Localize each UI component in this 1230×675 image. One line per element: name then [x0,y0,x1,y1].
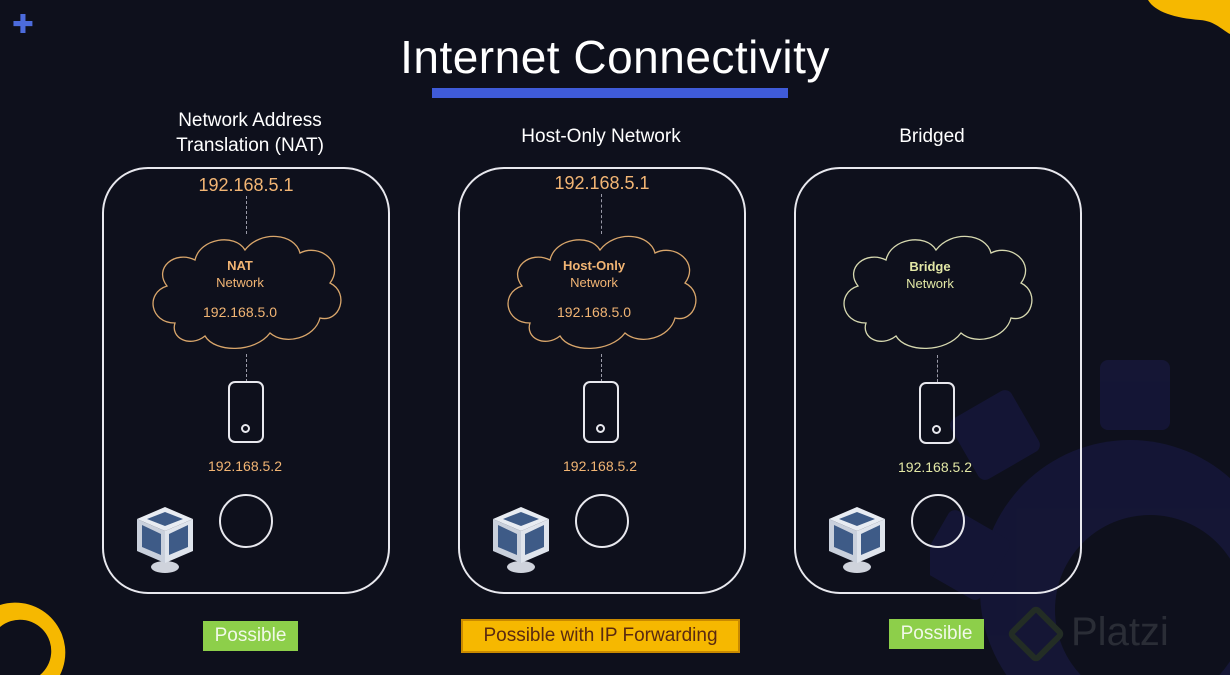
bridged-heading: Bridged [899,126,965,147]
nat-network-label: NAT Network [216,258,264,290]
nat-device-icon [228,381,264,443]
virtualbox-icon [493,507,549,573]
title-underline [432,88,788,98]
yellow-ring-decoration [0,602,66,675]
yellow-blob-decoration [1148,0,1230,34]
hostonly-gateway-ip: 192.168.5.1 [554,173,650,193]
bridged-status-badge: Possible [889,619,984,649]
nat-vm-link-line [246,354,247,382]
bridged-vm-circle [911,494,965,548]
platzi-watermark: Platzi [1006,604,1169,665]
plus-icon: ✚ [12,10,34,40]
nat-status-badge: Possible [203,621,298,651]
gear-icon [930,360,1230,675]
virtualbox-icon [137,507,193,573]
virtualbox-icon [829,507,885,573]
nat-heading: Network Address Translation (NAT) [176,110,324,156]
nat-panel [102,167,390,594]
slide-title: Internet Connectivity [400,31,830,83]
nat-gateway-ip: 192.168.5.1 [198,175,294,195]
hostonly-network-label: Host-Only Network [562,258,626,290]
bridged-device-icon [919,382,955,444]
hostonly-vm-ip: 192.168.5.2 [563,458,637,474]
platzi-logo-icon [1006,604,1066,665]
hostonly-vm-link-line [601,354,602,382]
nat-link-line [246,196,247,234]
bridged-vm-link-line [937,355,938,382]
bridged-panel [794,167,1082,594]
hostonly-panel [458,167,746,594]
nat-vm-circle [219,494,273,548]
nat-vm-ip: 192.168.5.2 [208,458,282,474]
hostonly-link-line [601,194,602,234]
nat-network-ip: 192.168.5.0 [203,304,277,320]
bridge-network-label: Bridge Network [906,259,954,291]
bridged-vm-ip: 192.168.5.2 [898,459,972,475]
hostonly-vm-circle [575,494,629,548]
hostonly-status-badge: Possible with IP Forwarding [461,619,740,653]
nat-cloud-icon [152,235,342,350]
bridge-cloud-icon [843,235,1033,350]
hostonly-cloud-icon [507,235,697,350]
hostonly-network-ip: 192.168.5.0 [557,304,631,320]
hostonly-heading: Host-Only Network [521,126,681,147]
hostonly-device-icon [583,381,619,443]
